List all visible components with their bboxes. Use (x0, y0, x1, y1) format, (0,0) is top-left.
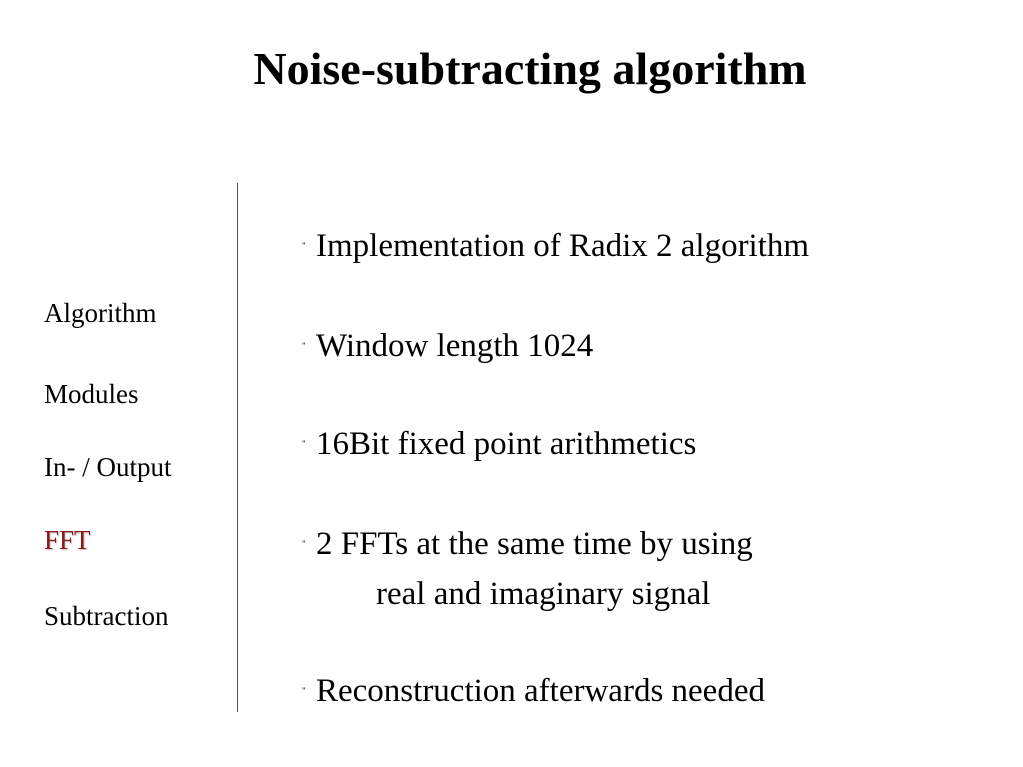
bullet-marker: " (302, 686, 306, 697)
bullet-item: " Window length 1024 (302, 322, 1002, 372)
bullet-text: 2 FFTs at the same time by using (316, 526, 753, 562)
bullet-text: 16Bit fixed point arithmetics (316, 426, 697, 462)
bullet-item: " Reconstruction afterwards needed (302, 667, 1002, 717)
bullet-text: Implementation of Radix 2 algorithm (316, 228, 810, 264)
bullet-text: Window length 1024 (316, 328, 594, 364)
bullet-text: Reconstruction afterwards needed (316, 673, 765, 709)
nav-item-modules[interactable]: Modules (44, 379, 139, 409)
nav-item-fft[interactable]: FFT (44, 525, 91, 555)
bullet-text-continuation: real and imaginary signal (376, 576, 711, 613)
bullet-item: " 16Bit fixed point arithmetics (302, 420, 1002, 470)
nav-item-subtraction[interactable]: Subtraction (44, 601, 169, 631)
nav-item-algorithm[interactable]: Algorithm (44, 298, 157, 328)
vertical-divider (237, 183, 238, 712)
slide-title: Noise-subtracting algorithm (253, 43, 807, 94)
bullet-marker: " (302, 341, 306, 352)
bullet-marker: " (302, 539, 306, 550)
nav-item-in-output[interactable]: In- / Output (44, 452, 172, 482)
bullet-marker: " (302, 241, 306, 252)
bullet-marker: " (302, 439, 306, 450)
bullet-item: " 2 FFTs at the same time by using real a… (302, 520, 1002, 618)
bullet-item: " Implementation of Radix 2 algorithm (302, 222, 1002, 272)
